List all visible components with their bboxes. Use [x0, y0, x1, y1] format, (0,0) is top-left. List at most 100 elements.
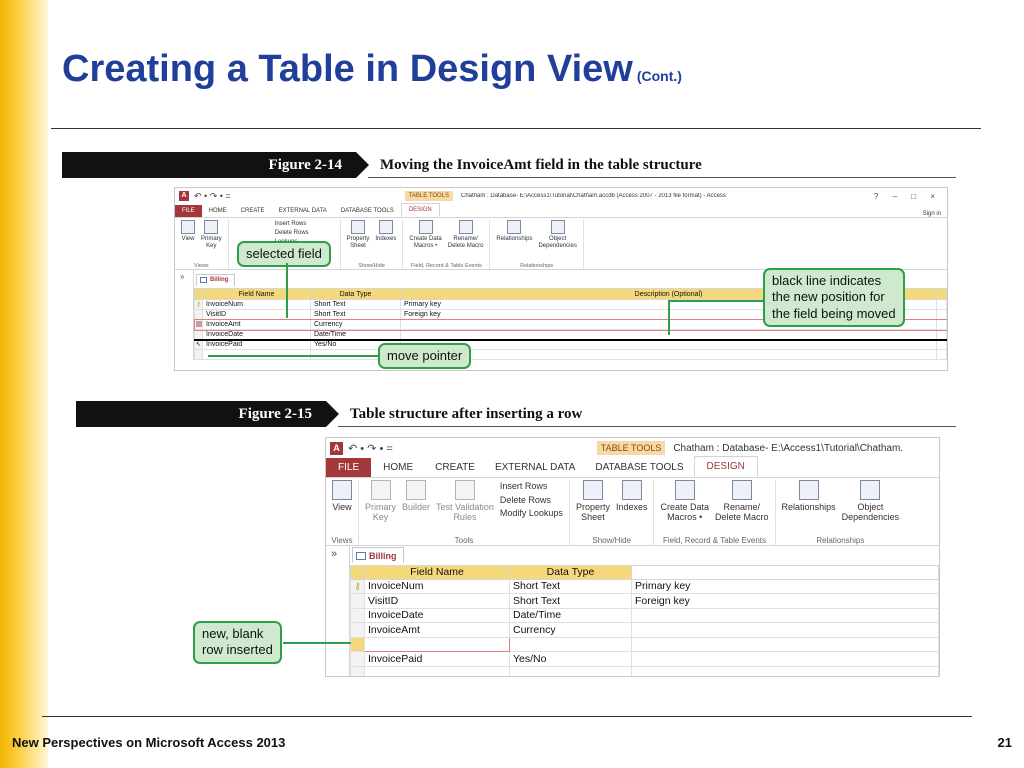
- tab-home[interactable]: HOME: [208, 208, 227, 214]
- relationships-button[interactable]: Relationships: [779, 480, 839, 536]
- delete-rows-button[interactable]: Delete Rows: [274, 230, 309, 236]
- property-sheet-button[interactable]: Property Sheet: [344, 220, 373, 263]
- primary-key-button[interactable]: Primary Key: [362, 480, 399, 536]
- row-selector[interactable]: [194, 329, 203, 340]
- indexes-button[interactable]: Indexes: [372, 220, 399, 263]
- tab-create[interactable]: CREATE: [240, 208, 265, 214]
- rename-delete-macro-button[interactable]: Rename/ Delete Macro: [712, 480, 772, 536]
- data-type-cell[interactable]: [509, 636, 632, 652]
- tab-database-tools[interactable]: DATABASE TOOLS: [340, 208, 394, 214]
- data-type-cell[interactable]: Date/Time: [310, 329, 401, 340]
- view-button[interactable]: View: [329, 480, 355, 536]
- table-row[interactable]: ⚷ InvoiceNum Short Text Primary key: [350, 578, 939, 594]
- table-row[interactable]: InvoicePaid Yes/No: [350, 651, 939, 667]
- object-tab-billing[interactable]: Billing: [352, 547, 404, 563]
- data-type-cell[interactable]: Short Text: [509, 578, 632, 594]
- table-row[interactable]: InvoiceDate Date/Time: [194, 329, 947, 340]
- builder-button[interactable]: Builder: [399, 480, 433, 536]
- field-name-cell[interactable]: [364, 665, 510, 676]
- data-type-cell[interactable]: [509, 665, 632, 676]
- tab-design[interactable]: DESIGN: [693, 456, 758, 477]
- data-type-cell[interactable]: Short Text: [310, 299, 401, 310]
- row-selector-selected[interactable]: [194, 319, 203, 330]
- access-window-fig2: A ↶ • ↷ • = TABLE TOOLS Chatham : Databa…: [325, 437, 940, 677]
- object-dependencies-button[interactable]: Object Dependencies: [839, 480, 903, 536]
- description-cell[interactable]: [400, 349, 937, 360]
- row-selector[interactable]: [194, 309, 203, 320]
- insert-rows-button[interactable]: Insert Rows: [274, 221, 307, 227]
- tab-external-data[interactable]: EXTERNAL DATA: [278, 208, 327, 214]
- test-validation-button[interactable]: Test Validation Rules: [433, 480, 497, 536]
- object-tab-billing[interactable]: Billing: [196, 273, 236, 286]
- table-row[interactable]: VisitID Short Text Foreign key: [350, 593, 939, 609]
- tab-database-tools[interactable]: DATABASE TOOLS: [595, 462, 684, 473]
- field-name-cell-active[interactable]: [364, 636, 510, 652]
- scrollbar-top[interactable]: [936, 288, 947, 300]
- view-button[interactable]: View: [178, 220, 198, 263]
- field-name-cell[interactable]: InvoicePaid: [202, 339, 311, 350]
- rename-delete-macro-button[interactable]: Rename/ Delete Macro: [445, 220, 487, 263]
- primary-key-button[interactable]: Primary Key: [198, 220, 225, 263]
- tab-external-data[interactable]: EXTERNAL DATA: [494, 462, 576, 473]
- quick-access-toolbar[interactable]: ↶ • ↷ • =: [348, 442, 393, 455]
- group-field-events-label: Field, Record & Table Events: [663, 536, 767, 545]
- tab-file[interactable]: FILE: [326, 458, 372, 477]
- data-type-cell[interactable]: Currency: [509, 622, 632, 638]
- description-cell[interactable]: Foreign key: [631, 593, 939, 609]
- row-selector[interactable]: [350, 622, 365, 638]
- description-cell[interactable]: [400, 339, 937, 350]
- field-name-cell[interactable]: InvoiceAmt: [364, 622, 510, 638]
- table-row[interactable]: InvoiceDate Date/Time: [350, 607, 939, 623]
- field-name-cell[interactable]: VisitID: [364, 593, 510, 609]
- table-row[interactable]: ↖ InvoicePaid Yes/No: [194, 339, 947, 350]
- delete-rows-button[interactable]: Delete Rows: [499, 494, 551, 505]
- table-row[interactable]: InvoiceAmt Currency: [350, 622, 939, 638]
- table-row-new-blank[interactable]: [350, 636, 939, 652]
- window-controls[interactable]: ? – □ ×: [873, 191, 941, 201]
- field-name-cell[interactable]: InvoiceNum: [364, 578, 510, 594]
- field-name-cell[interactable]: VisitID: [202, 309, 311, 320]
- tab-create[interactable]: CREATE: [435, 462, 475, 473]
- navigation-pane-toggle[interactable]: »: [326, 546, 350, 676]
- navigation-pane-toggle[interactable]: »: [175, 270, 194, 360]
- modify-lookups-button[interactable]: Modify Lookups: [499, 508, 563, 518]
- create-data-macros-button[interactable]: Create Data Macros •: [406, 220, 444, 263]
- row-selector[interactable]: [350, 607, 365, 623]
- field-name-cell[interactable]: InvoiceNum: [202, 299, 311, 310]
- insert-rows-button[interactable]: Insert Rows: [499, 481, 548, 491]
- row-selector[interactable]: [350, 665, 365, 676]
- description-cell[interactable]: [631, 665, 939, 676]
- row-selector[interactable]: [350, 593, 365, 609]
- field-name-cell[interactable]: InvoiceDate: [202, 329, 311, 340]
- field-name-cell[interactable]: InvoiceAmt: [202, 319, 311, 330]
- description-cell[interactable]: [631, 622, 939, 638]
- row-selector[interactable]: [194, 349, 203, 360]
- description-cell[interactable]: [631, 636, 939, 652]
- quick-access-toolbar[interactable]: ↶ • ↷ • =: [194, 190, 231, 201]
- description-cell[interactable]: [631, 651, 939, 667]
- property-sheet-button[interactable]: Property Sheet: [573, 480, 613, 536]
- tab-file[interactable]: FILE: [175, 205, 202, 217]
- data-type-cell[interactable]: Short Text: [310, 309, 401, 320]
- table-row[interactable]: [194, 349, 947, 360]
- window-title: Chatham : Database- E:\Access1\Tutorial\…: [461, 193, 726, 199]
- object-dependencies-button[interactable]: Object Dependencies: [535, 220, 579, 263]
- row-selector-current[interactable]: [350, 636, 365, 652]
- tab-home[interactable]: HOME: [383, 462, 414, 473]
- tab-design[interactable]: DESIGN: [400, 203, 440, 217]
- create-data-macros-button[interactable]: Create Data Macros •: [657, 480, 712, 536]
- indexes-button[interactable]: Indexes: [613, 480, 651, 536]
- field-name-cell[interactable]: InvoicePaid: [364, 651, 510, 667]
- data-type-cell[interactable]: Date/Time: [509, 607, 632, 623]
- data-type-cell[interactable]: Yes/No: [509, 651, 632, 667]
- description-cell[interactable]: Primary key: [631, 578, 939, 594]
- field-name-cell[interactable]: InvoiceDate: [364, 607, 510, 623]
- field-grid: Field Name Data Type ⚷ InvoiceNum Short …: [350, 564, 939, 676]
- relationships-button[interactable]: Relationships: [493, 220, 535, 263]
- data-type-cell[interactable]: Currency: [310, 319, 401, 330]
- sign-in-link[interactable]: Sign in: [922, 211, 941, 217]
- row-selector[interactable]: [350, 651, 365, 667]
- description-cell[interactable]: [631, 607, 939, 623]
- table-row[interactable]: [350, 665, 939, 676]
- data-type-cell[interactable]: Short Text: [509, 593, 632, 609]
